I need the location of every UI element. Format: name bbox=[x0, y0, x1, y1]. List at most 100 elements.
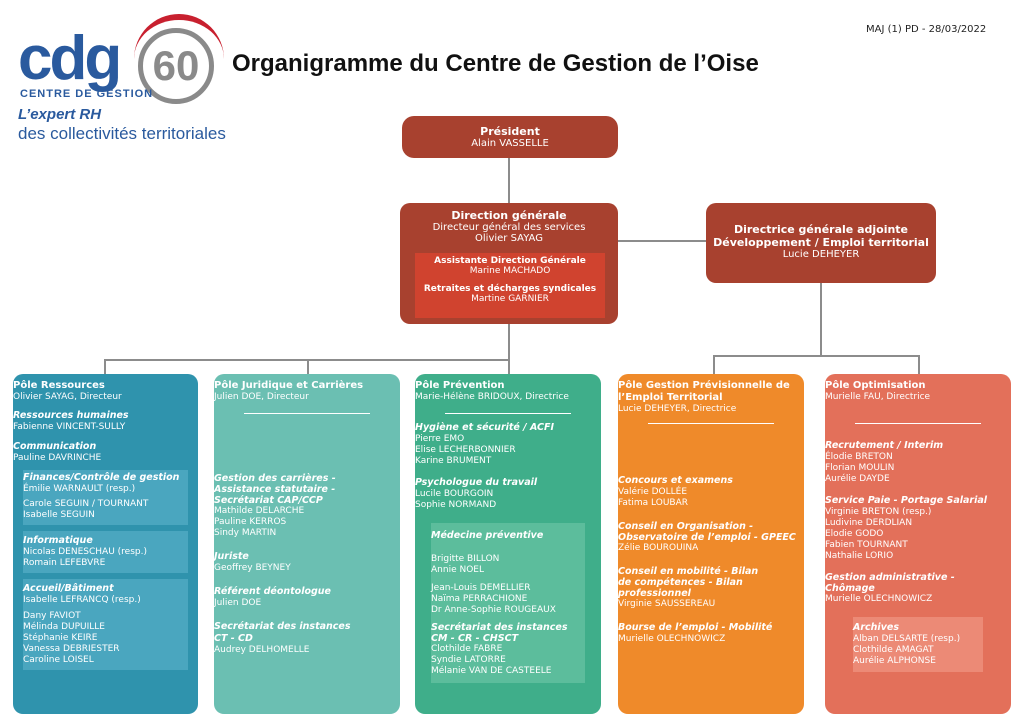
optimisation-divider bbox=[855, 423, 981, 424]
prevention-instances-title-1: Secrétariat des instances bbox=[431, 622, 568, 633]
ressources-finances-person-3: Isabelle SEGUIN bbox=[23, 510, 95, 520]
ressources-accueil-person-3: Mélinda DUPUILLE bbox=[23, 622, 105, 632]
optimisation-archives-person-1: Alban DELSARTE (resp.) bbox=[853, 634, 961, 644]
gpec-organisation-title-2: Observatoire de l’emploi - GPEEC bbox=[618, 532, 796, 543]
prevention-medecine-title: Médecine préventive bbox=[431, 530, 544, 541]
ressources-comm-person: Pauline DAVRINCHE bbox=[13, 453, 102, 463]
ressources-rh-person: Fabienne VINCENT-SULLY bbox=[13, 422, 126, 432]
dg-name: Olivier SAYAG bbox=[475, 233, 543, 244]
connector-president-dg bbox=[508, 158, 510, 203]
optimisation-recrut-person-2: Florian MOULIN bbox=[825, 463, 895, 473]
juridique-deonto-person: Julien DOE bbox=[214, 598, 262, 608]
page-title: Organigramme du Centre de Gestion de l’O… bbox=[232, 50, 759, 77]
president-title: Président bbox=[480, 125, 540, 138]
logo-60-text: 60 bbox=[138, 28, 214, 104]
prevention-hs-title: Hygiène et sécurité / ACFI bbox=[415, 422, 555, 433]
ressources-finances-person-2: Carole SEGUIN / TOURNANT bbox=[23, 499, 149, 509]
prevention-medecine-person-3: Jean-Louis DEMELLIER bbox=[431, 583, 531, 593]
gpec-concours-title: Concours et examens bbox=[618, 475, 733, 486]
ressources-accueil-person-2: Dany FAVIOT bbox=[23, 611, 81, 621]
prevention-psy-title: Psychologue du travail bbox=[415, 477, 538, 488]
logo-cdg-text: cdg bbox=[18, 24, 122, 93]
juridique-carrieres-person-3: Sindy MARTIN bbox=[214, 528, 277, 538]
juridique-carrieres-person-2: Pauline KERROS bbox=[214, 517, 287, 527]
direction-generale-box: Direction générale Directeur général des… bbox=[400, 203, 618, 324]
optimisation-paie-person-3: Elodie GODO bbox=[825, 529, 884, 539]
logo-subtitle: CENTRE DE GESTION bbox=[20, 88, 154, 100]
prevention-medecine-person-1: Brigitte BILLON bbox=[431, 554, 500, 564]
pole-gpec-head: Lucie DEHEYER, Directrice bbox=[618, 404, 737, 414]
connector-dga-down bbox=[820, 283, 822, 356]
logo-arc-icon bbox=[134, 14, 224, 60]
optimisation-recrut-title: Recrutement / Interim bbox=[825, 440, 944, 451]
dga-box: Directrice générale adjointe Développeme… bbox=[706, 203, 936, 283]
president-name: Alain VASSELLE bbox=[471, 138, 549, 149]
connector-juridique bbox=[307, 359, 309, 374]
prevention-instances-person-1: Clothilde FABRE bbox=[431, 644, 503, 654]
dg-assist-name: Marine MACHADO bbox=[469, 266, 551, 276]
pole-ressources: Pôle Ressources Olivier SAYAG, Directeur… bbox=[13, 374, 198, 714]
connector-prevention bbox=[508, 359, 510, 374]
ressources-info-title: Informatique bbox=[23, 535, 93, 546]
ressources-info-person-2: Romain LEFEBVRE bbox=[23, 558, 106, 568]
prevention-instances-person-2: Syndie LATORRE bbox=[431, 655, 506, 665]
ressources-rh-title: Ressources humaines bbox=[13, 410, 129, 421]
prevention-medecine-person-5: Dr Anne-Sophie ROUGEAUX bbox=[431, 605, 556, 615]
dg-retraites-title: Retraites et décharges syndicales bbox=[423, 284, 597, 294]
logo-collectivites: des collectivités territoriales bbox=[18, 124, 226, 143]
juridique-divider bbox=[244, 413, 370, 414]
connector-ressources bbox=[104, 359, 106, 374]
pole-gpec-title-1: Pôle Gestion Prévisionnelle de bbox=[618, 380, 790, 391]
pole-prevention-head: Marie-Hélène BRIDOUX, Directrice bbox=[415, 392, 569, 402]
optimisation-archives-person-2: Clothilde AMAGAT bbox=[853, 645, 934, 655]
president-box: Président Alain VASSELLE bbox=[402, 116, 618, 158]
ressources-info-person-1: Nicolas DENESCHAU (resp.) bbox=[23, 547, 147, 557]
connector-optimisation bbox=[918, 355, 920, 374]
optimisation-paie-person-1: Virginie BRETON (resp.) bbox=[825, 507, 932, 517]
ressources-accueil-person-1: Isabelle LEFRANCQ (resp.) bbox=[23, 595, 141, 605]
dg-assistants-panel: Assistante Direction Générale Marine MAC… bbox=[415, 253, 605, 318]
dg-retraites-name: Martine GARNIER bbox=[471, 294, 549, 304]
ressources-accueil-person-4: Stéphanie KEIRE bbox=[23, 633, 98, 643]
connector-dg-dga bbox=[618, 240, 706, 242]
ressources-accueil-person-5: Vanessa DEBRIESTER bbox=[23, 644, 120, 654]
gpec-mobilite-title-3: professionnel bbox=[618, 588, 691, 599]
optimisation-gestion-person: Murielle OLECHNOWICZ bbox=[825, 594, 933, 604]
dg-assist-title: Assistante Direction Générale bbox=[434, 256, 586, 266]
gpec-divider bbox=[648, 423, 774, 424]
juridique-carrieres-title-1: Gestion des carrières - bbox=[214, 473, 336, 484]
prevention-medecine-panel: Médecine préventive Brigitte BILLON Anni… bbox=[431, 523, 585, 683]
prevention-psy-person-2: Sophie NORMAND bbox=[415, 500, 497, 510]
prevention-hs-person-1: Pierre EMO bbox=[415, 434, 465, 444]
optimisation-archives-person-3: Aurélie ALPHONSE bbox=[853, 656, 936, 666]
ressources-finances-title: Finances/Contrôle de gestion bbox=[23, 472, 180, 483]
optimisation-paie-person-4: Fabien TOURNANT bbox=[825, 540, 908, 550]
optimisation-archives-panel: Archives Alban DELSARTE (resp.) Clothild… bbox=[853, 617, 983, 672]
ressources-info-panel: Informatique Nicolas DENESCHAU (resp.) R… bbox=[23, 531, 188, 573]
pole-optimisation: Pôle Optimisation Murielle FAU, Directri… bbox=[825, 374, 1011, 714]
ressources-finances-panel: Finances/Contrôle de gestion Émilie WARN… bbox=[23, 470, 188, 525]
gpec-mobilite-person: Virginie SAUSSEREAU bbox=[618, 599, 716, 609]
prevention-divider bbox=[445, 413, 571, 414]
juridique-carrieres-title-2: Assistance statutaire - bbox=[214, 484, 336, 495]
pole-prevention-title: Pôle Prévention bbox=[415, 380, 505, 391]
juridique-instances-title-1: Secrétariat des instances bbox=[214, 621, 351, 632]
pole-optimisation-title: Pôle Optimisation bbox=[825, 380, 926, 391]
update-date: MAJ (1) PD - 28/03/2022 bbox=[866, 24, 987, 35]
pole-juridique-title: Pôle Juridique et Carrières bbox=[214, 380, 364, 391]
prevention-psy-person-1: Lucile BOURGOIN bbox=[415, 489, 494, 499]
optimisation-recrut-person-1: Élodie BRETON bbox=[825, 452, 893, 462]
juridique-instances-person: Audrey DELHOMELLE bbox=[214, 645, 310, 655]
juridique-carrieres-title-3: Secrétariat CAP/CCP bbox=[214, 495, 323, 506]
gpec-concours-person-2: Fatima LOUBAR bbox=[618, 498, 688, 508]
connector-right-bus bbox=[713, 355, 920, 357]
pole-ressources-head: Olivier SAYAG, Directeur bbox=[13, 392, 122, 402]
gpec-bourse-person: Murielle OLECHNOWICZ bbox=[618, 634, 726, 644]
cdg60-logo: cdg 60 CENTRE DE GESTION L’expert RH des… bbox=[14, 6, 226, 146]
gpec-organisation-person: Zélie BOUROUINA bbox=[618, 543, 699, 553]
prevention-hs-person-2: Elise LECHERBONNIER bbox=[415, 445, 516, 455]
ressources-comm-title: Communication bbox=[13, 441, 97, 452]
dg-role: Directeur général des services bbox=[432, 222, 586, 233]
dg-title: Direction générale bbox=[451, 209, 567, 222]
pole-gpec-title-2: l’Emploi Territorial bbox=[618, 392, 723, 403]
